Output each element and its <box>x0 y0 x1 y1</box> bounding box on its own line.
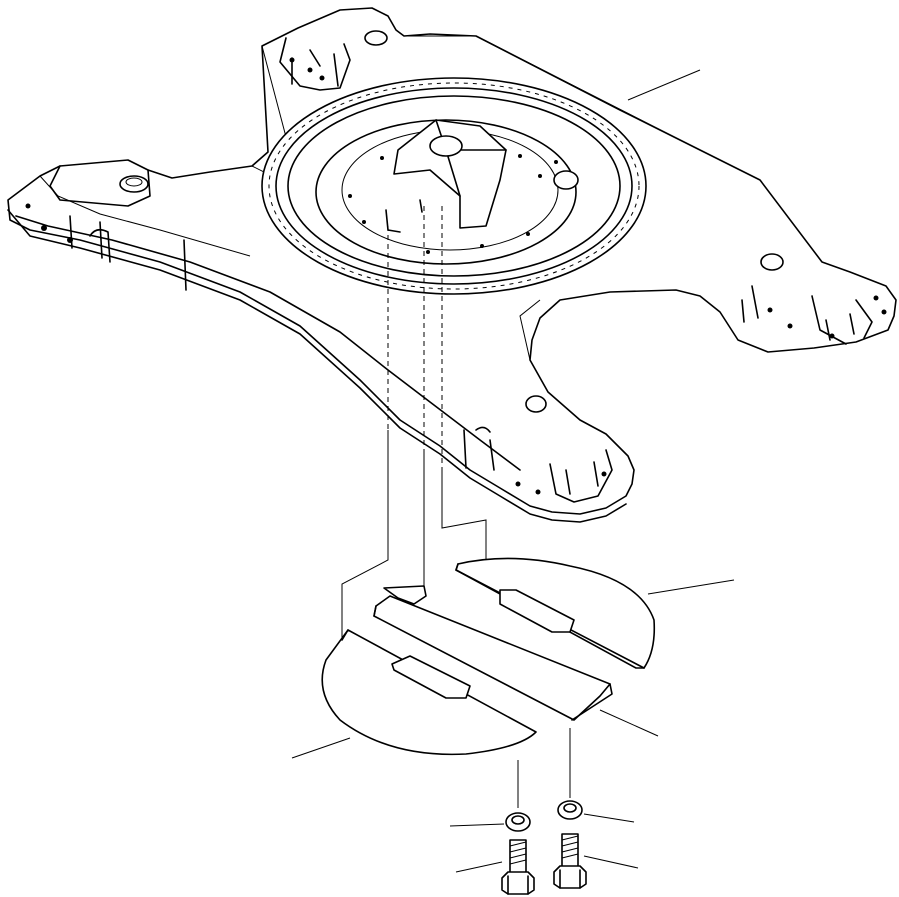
leader-washer-right <box>583 813 635 823</box>
washer-right <box>557 800 635 823</box>
leader-bolt-right <box>583 855 639 869</box>
leader-cover-left <box>291 737 351 759</box>
cover-center <box>373 585 659 737</box>
washer-left <box>449 812 531 832</box>
leader-washer-left <box>449 823 505 827</box>
cover-right <box>455 557 735 669</box>
phantom-lines <box>341 430 571 808</box>
leader-cover-center <box>599 709 659 737</box>
leader-revolving-frame <box>627 69 701 101</box>
leader-bolt-left <box>455 861 503 873</box>
leader-cover-right <box>647 579 735 595</box>
bolt-left <box>455 839 535 895</box>
cover-left <box>291 629 537 759</box>
revolving-frame <box>7 7 897 523</box>
bolt-right <box>553 833 639 889</box>
